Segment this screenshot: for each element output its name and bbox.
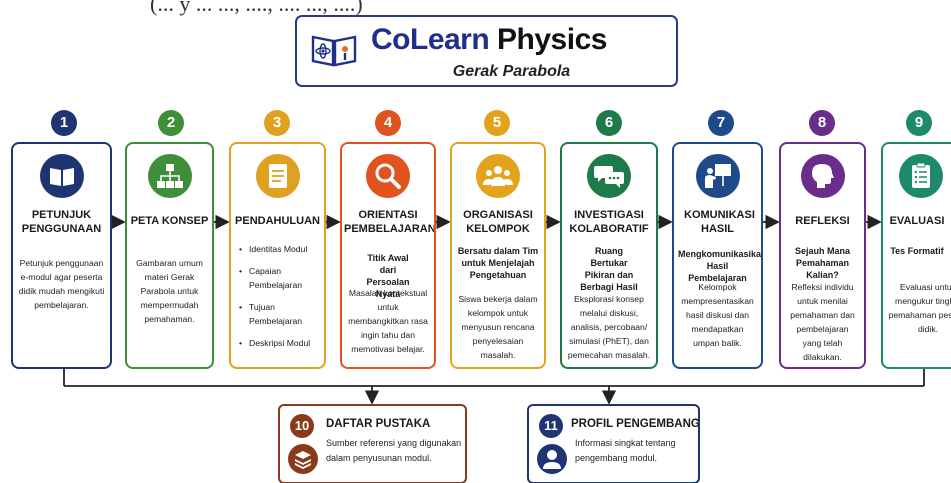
step-title: PETA KONSEP (130, 215, 209, 227)
list-item: Identitas Modul (239, 242, 320, 256)
step-description: Kelompok mempresentasikan hasil diskusi … (681, 282, 754, 348)
books-stack-icon (288, 444, 318, 474)
step-title: REFLEKSI (795, 215, 850, 227)
step-description: Refleksi individu untuk menilai pemahama… (790, 282, 855, 362)
step-number-badge: 2 (158, 110, 184, 136)
step-title: KOMUNIKASI HASIL (684, 209, 755, 235)
step-subtitle: Ruang Bertukar Pikiran dan Berbagi Hasil (580, 246, 638, 292)
step-description: Siswa bekerja dalam kelompok untuk menyu… (458, 294, 538, 360)
step-card-petunjuk: PETUNJUK PENGGUNAAN Petunjuk penggunaan … (11, 142, 112, 369)
step-subtitle: Bersatu dalam Tim untuk Menjelajah Penge… (457, 246, 539, 280)
title-physics: Physics (497, 23, 607, 56)
step-title: EVALUASI (889, 215, 945, 227)
list-item: Deskripsi Modul (239, 336, 320, 350)
step-list: Identitas Modul Capaian Pembelajaran Tuj… (239, 242, 320, 358)
step-number-badge: 7 (708, 110, 734, 136)
step-card-evaluasi: EVALUASI Tes Formatif Evaluasi untuk men… (881, 142, 951, 369)
bottom-description: Informasi singkat tentang pengembang mod… (575, 438, 676, 463)
bottom-description: Sumber referensi yang digunakan dalam pe… (326, 438, 462, 463)
step-number-badge: 4 (375, 110, 401, 136)
bottom-title: PROFIL PENGEMBANG (571, 418, 700, 430)
step-subtitle: Sejauh Mana Pemahaman Kalian? (794, 246, 850, 280)
presentation-icon (696, 154, 740, 198)
step-description: Masalah kontekstual untuk membangkitkan … (348, 288, 428, 354)
list-item: Capaian Pembelajaran (239, 264, 320, 292)
step-description: Eksplorasi konsep melalui diskusi, anali… (567, 294, 651, 360)
step-title: ORIENTASI PEMBELAJARAN (344, 209, 436, 235)
step-number-badge: 5 (484, 110, 510, 136)
header-subtitle: Gerak Parabola (452, 63, 571, 80)
step-description: Evaluasi untuk mengukur tingkat pemahama… (888, 282, 951, 334)
bottom-card-profil-pengembang: 11 PROFIL PENGEMBANG Informasi singkat t… (527, 404, 700, 483)
top-cropped-text: (... y ... ..., ...., .... ..., ....) (150, 0, 363, 16)
step-card-orientasi: ORIENTASI PEMBELAJARAN Titik Awal dari P… (340, 142, 436, 369)
book-icon (40, 154, 84, 198)
atom-book-icon (311, 29, 357, 69)
step-card-refleksi: REFLEKSI Sejauh Mana Pemahaman Kalian? R… (779, 142, 866, 369)
step-title: ORGANISASI KELOMPOK (463, 209, 533, 235)
step-card-peta-konsep: PETA KONSEP Gambaran umum materi Gerak P… (125, 142, 214, 369)
title-colearn: CoLearn (371, 23, 490, 56)
bottom-card-daftar-pustaka: 10 DAFTAR PUSTAKA Sumber referensi yang … (278, 404, 467, 483)
step-number-badge: 11 (539, 414, 563, 438)
step-number-badge: 8 (809, 110, 835, 136)
step-card-komunikasi: KOMUNIKASI HASIL Mengkomunikasikan Hasil… (672, 142, 763, 369)
step-card-organisasi: ORGANISASI KELOMPOK Bersatu dalam Tim un… (450, 142, 546, 369)
step-subtitle: Tes Formatif (890, 246, 944, 256)
step-title: PETUNJUK PENGGUNAAN (21, 209, 102, 235)
group-icon (476, 154, 520, 198)
step-description: Petunjuk penggunaan e-modul agar peserta… (18, 258, 105, 310)
head-icon (801, 154, 845, 198)
step-number-badge: 9 (906, 110, 932, 136)
step-title: PENDAHULUAN (235, 215, 320, 227)
step-title: INVESTIGASI KOLABORATIF (569, 209, 649, 235)
step-card-investigasi: INVESTIGASI KOLABORATIF Ruang Bertukar P… (560, 142, 658, 369)
sitemap-icon (148, 154, 192, 198)
app-title: CoLearn Physics (371, 23, 607, 57)
step-subtitle: Mengkomunikasikan Hasil Pembelajaran (678, 249, 763, 283)
step-subtitle: Titik Awal dari Persoalan Nyata (366, 253, 410, 299)
step-number-badge: 10 (290, 414, 314, 438)
step-number-badge: 3 (264, 110, 290, 136)
document-icon (256, 154, 300, 198)
person-icon (537, 444, 567, 474)
header-box: CoLearn Physics Gerak Parabola (295, 15, 678, 87)
bottom-title: DAFTAR PUSTAKA (326, 418, 431, 430)
step-number-badge: 1 (51, 110, 77, 136)
clipboard-icon (899, 154, 943, 198)
step-card-pendahuluan: PENDAHULUAN Identitas Modul Capaian Pemb… (229, 142, 326, 369)
magnifier-icon (366, 154, 410, 198)
step-number-badge: 6 (596, 110, 622, 136)
list-item: Tujuan Pembelajaran (239, 300, 320, 328)
chat-icon (587, 154, 631, 198)
step-description: Gambaran umum materi Gerak Parabola untu… (136, 258, 203, 324)
